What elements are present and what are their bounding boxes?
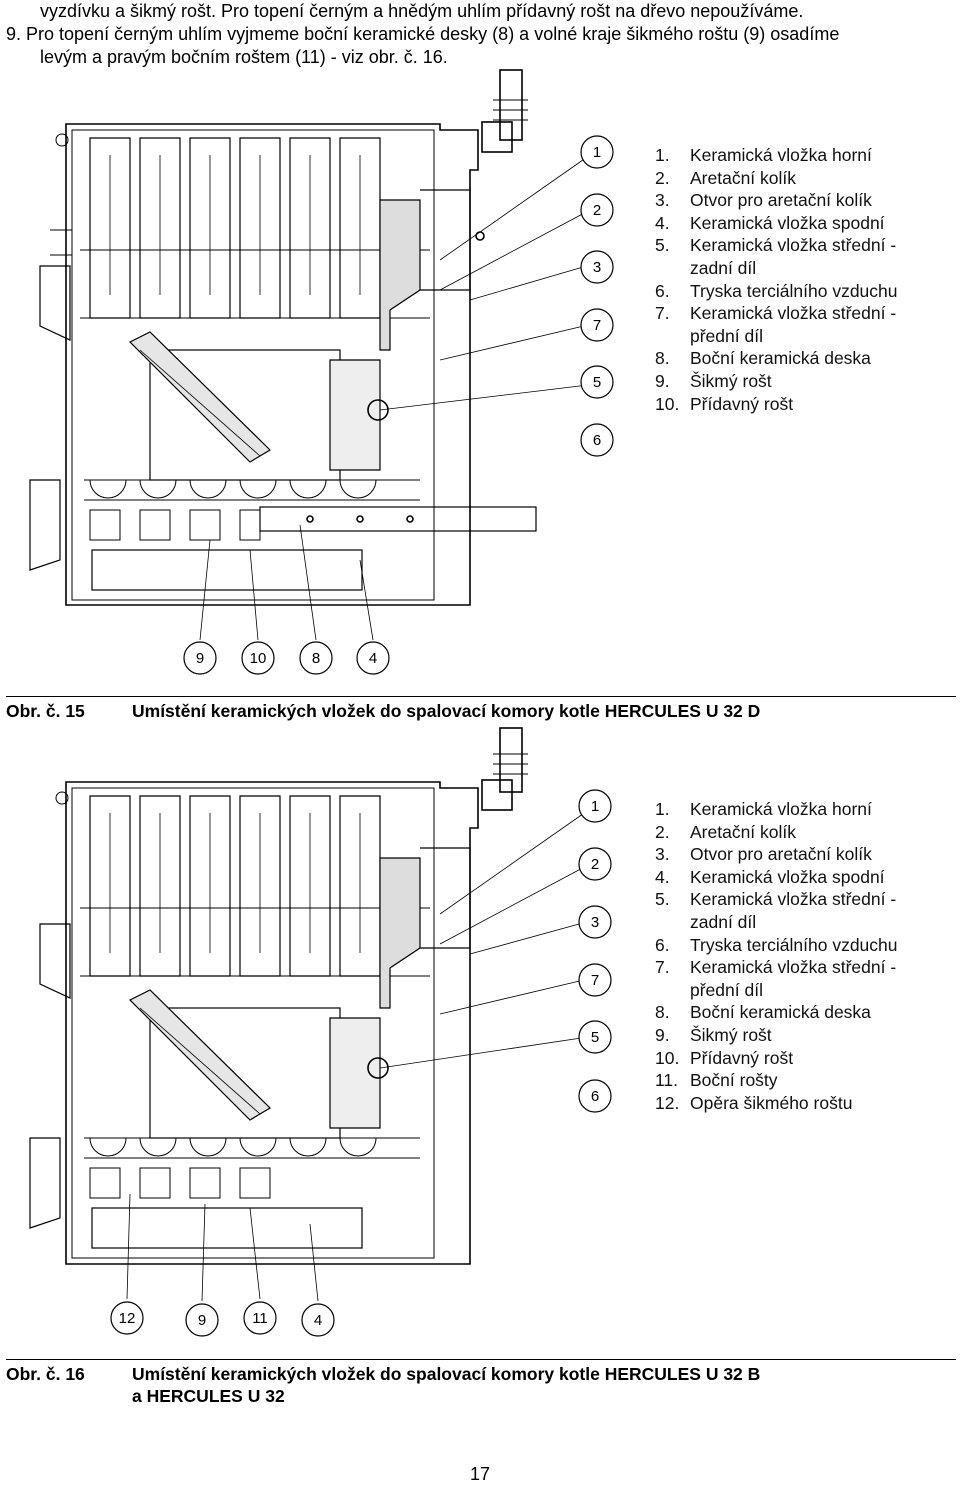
intro-line-3: levým a pravým bočním roštem (11) - viz … <box>40 47 448 67</box>
legend-item: Boční keramická deska <box>690 348 871 369</box>
caption-rule-16 <box>6 1359 956 1360</box>
callout-16-1: 1 <box>591 798 599 815</box>
callout-15-5: 5 <box>593 374 601 391</box>
legend-item: Keramická vložka střední - <box>690 235 897 256</box>
intro-line-2: 9. Pro topení černým uhlím vyjmeme boční… <box>6 24 840 44</box>
figure-caption-16: Umístění keramických vložek do spalovací… <box>132 1364 761 1384</box>
legend-16: 1.Keramická vložka horní 2.Aretační kolí… <box>655 799 898 1113</box>
callout-15-b10: 10 <box>250 650 267 667</box>
legend-item: Tryska terciálního vzduchu <box>690 934 898 955</box>
figure-caption-15: Umístění keramických vložek do spalovací… <box>132 701 761 721</box>
callouts-right-16 <box>578 789 612 1113</box>
intro-line-1: vyzdívku a šikmý rošt. Pro topení černým… <box>40 1 804 21</box>
callout-16-7: 7 <box>591 972 599 989</box>
legend-item: Keramická vložka spodní <box>690 212 885 233</box>
legend-item: Keramická vložka spodní <box>690 866 885 887</box>
legend-item: Aretační kolík <box>690 821 797 842</box>
callout-15-7: 7 <box>593 317 601 334</box>
callout-16-2: 2 <box>591 856 599 873</box>
legend-item: Boční rošty <box>690 1070 778 1091</box>
legend-item-cont: přední díl <box>690 979 763 1000</box>
callout-15-b8: 8 <box>312 650 320 667</box>
legend-item: Přídavný rošt <box>690 393 794 414</box>
legend-item: Keramická vložka horní <box>690 799 872 819</box>
callouts-bottom-16 <box>110 1301 335 1337</box>
callout-16-6: 6 <box>591 1088 599 1105</box>
legend-item-cont: zadní díl <box>690 911 757 932</box>
legend-item: Šikmý rošt <box>690 1024 772 1045</box>
legend-item-cont: zadní díl <box>690 257 757 278</box>
legend-item: Keramická vložka střední - <box>690 957 897 978</box>
caption-rule-15 <box>6 696 956 697</box>
callout-16-b11: 11 <box>252 1310 268 1327</box>
boiler-section-drawing-15: 1 2 3 7 5 6 9 10 8 4 <box>29 69 614 675</box>
callout-15-2: 2 <box>593 202 601 219</box>
callout-16-b4: 4 <box>314 1312 322 1329</box>
legend-item: Šikmý rošt <box>690 370 772 391</box>
figure-label-16: Obr. č. 16 <box>6 1364 85 1384</box>
callout-15-6: 6 <box>593 432 601 449</box>
legend-item: Keramická vložka střední - <box>690 889 897 910</box>
legend-item: Keramická vložka střední - <box>690 303 897 324</box>
legend-item: Aretační kolík <box>690 167 797 188</box>
legend-15: 1.Keramická vložka horní 2.Aretační kolí… <box>655 145 898 414</box>
legend-item: Přídavný rošt <box>690 1047 794 1068</box>
legend-item: Otvor pro aretační kolík <box>690 190 872 211</box>
boiler-section-drawing-16: 1 2 3 7 5 6 12 9 11 4 <box>29 727 612 1337</box>
legend-item-cont: přední díl <box>690 325 763 346</box>
callout-15-3: 3 <box>593 259 601 276</box>
page-number: 17 <box>470 1464 491 1484</box>
figure-caption-16-line2: a HERCULES U 32 <box>132 1386 285 1406</box>
callout-16-5: 5 <box>591 1029 599 1046</box>
legend-item: Keramická vložka horní <box>690 145 872 165</box>
legend-item: Opěra šikmého roštu <box>690 1092 853 1113</box>
callouts-right-15 <box>580 135 614 457</box>
callout-16-b12: 12 <box>119 1310 136 1327</box>
callouts-bottom-15 <box>183 641 390 675</box>
callout-15-b4: 4 <box>369 650 377 667</box>
callout-16-3: 3 <box>591 914 599 931</box>
callout-15-b9: 9 <box>196 650 204 667</box>
figure-label-15: Obr. č. 15 <box>6 701 85 721</box>
legend-item: Otvor pro aretační kolík <box>690 844 872 865</box>
legend-item: Tryska terciálního vzduchu <box>690 280 898 301</box>
callout-15-1: 1 <box>593 144 601 161</box>
callout-16-b9: 9 <box>198 1312 206 1329</box>
legend-item: Boční keramická deska <box>690 1002 871 1023</box>
